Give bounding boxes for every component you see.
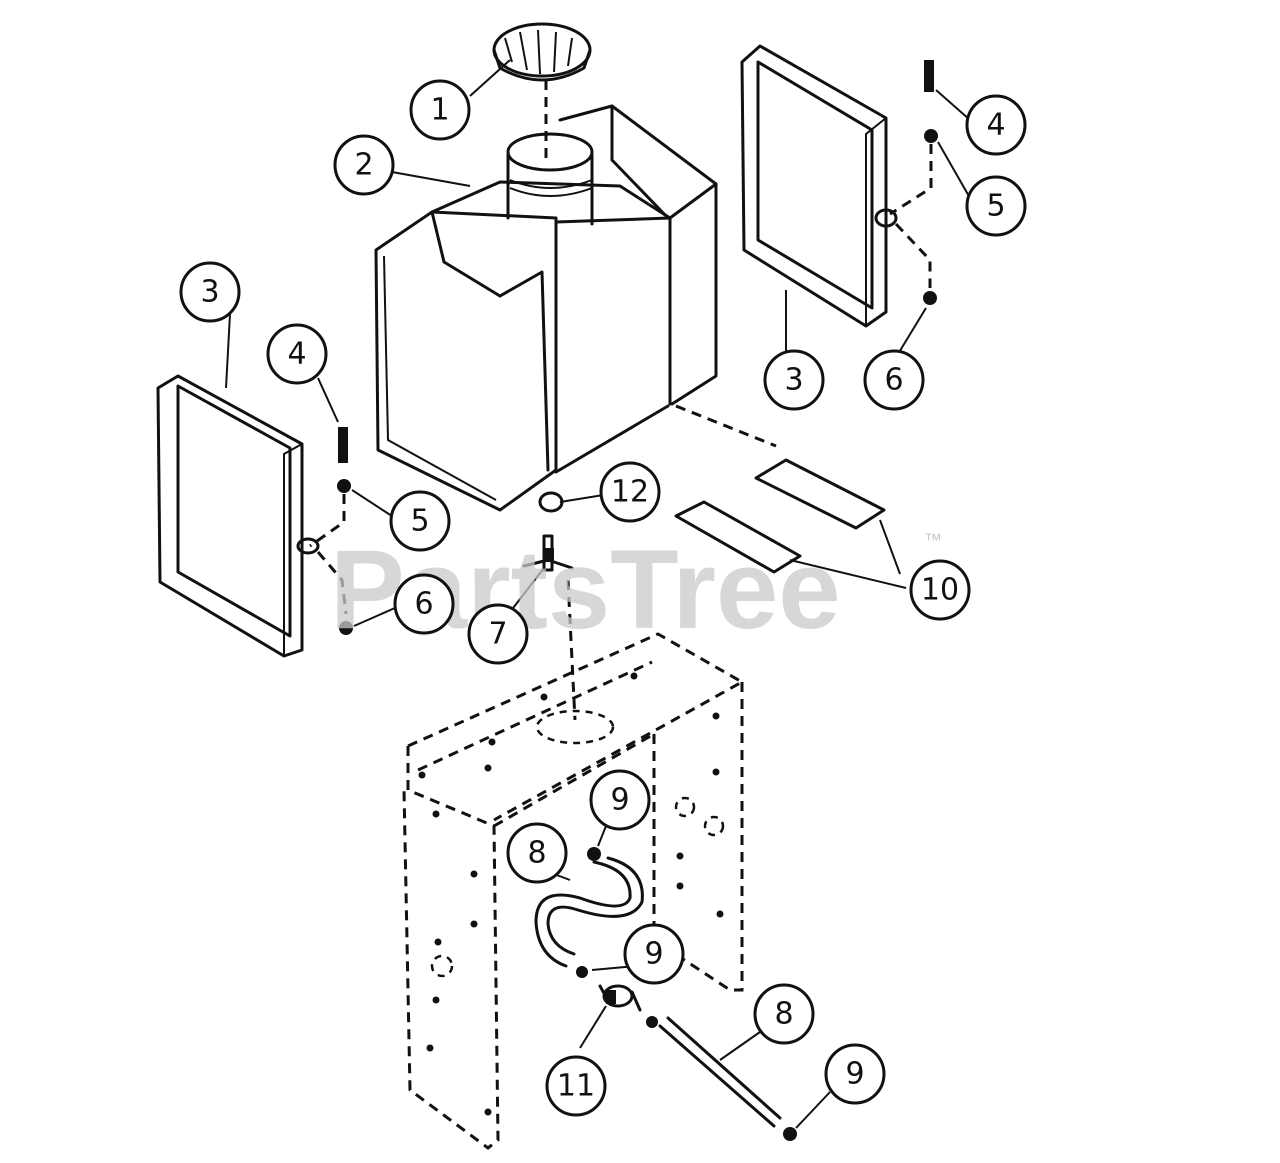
nut-icon: [339, 621, 353, 635]
svg-text:4: 4: [287, 337, 306, 372]
fuel-line-icon: [658, 1016, 782, 1128]
svg-text:1: 1: [430, 93, 449, 128]
hose-clamp-icon: [646, 1016, 658, 1028]
shutoff-valve-icon: [522, 534, 574, 572]
svg-text:8: 8: [774, 997, 793, 1032]
callout-4-right: 4: [965, 94, 1027, 156]
hose-clamp-icon: [576, 966, 588, 978]
callout-5-right: 5: [965, 175, 1027, 237]
svg-text:12: 12: [611, 475, 649, 510]
svg-text:6: 6: [884, 363, 903, 398]
svg-text:11: 11: [557, 1069, 595, 1104]
washer-icon: [924, 129, 938, 143]
callout-12: 12: [599, 461, 661, 523]
callout-9-middle: 9: [623, 923, 685, 985]
callout-11: 11: [545, 1055, 607, 1117]
svg-text:4: 4: [986, 108, 1005, 143]
svg-text:2: 2: [354, 148, 373, 183]
callout-4-left: 4: [266, 323, 328, 385]
hose-clamp-icon: [587, 847, 601, 861]
tank-pad-icon: [156, 374, 304, 658]
svg-text:8: 8: [527, 836, 546, 871]
mounting-bracket-icon: [402, 632, 746, 1150]
callout-3-right: 3: [763, 349, 825, 411]
callout-3-left: 3: [179, 261, 241, 323]
washer-icon: [337, 479, 351, 493]
bolt-icon: [924, 60, 934, 92]
callout-7: 7: [467, 603, 529, 665]
fuel-cap-icon: [492, 22, 592, 82]
svg-text:9: 9: [644, 937, 663, 972]
svg-text:3: 3: [784, 363, 803, 398]
callout-5-left: 5: [389, 490, 451, 552]
callout-1: 1: [409, 79, 471, 141]
nut-icon: [923, 291, 937, 305]
callout-9-top: 9: [589, 769, 651, 831]
grommet-icon: [296, 537, 320, 555]
fuel-tank-icon: [374, 104, 718, 512]
svg-text:3: 3: [200, 275, 219, 310]
watermark-trademark: ™: [924, 530, 942, 550]
svg-text:7: 7: [488, 617, 507, 652]
hose-clamp-icon: [783, 1127, 797, 1141]
grommet-icon: [538, 491, 564, 513]
tank-pad-icon: [740, 44, 888, 328]
callout-2: 2: [333, 134, 395, 196]
svg-text:5: 5: [410, 504, 429, 539]
leader-lines: [225, 59, 971, 1129]
callout-6-left: 6: [393, 573, 455, 635]
svg-text:6: 6: [414, 587, 433, 622]
bolt-icon: [338, 427, 348, 463]
callout-6-right: 6: [863, 349, 925, 411]
svg-text:5: 5: [986, 189, 1005, 224]
svg-text:9: 9: [610, 783, 629, 818]
svg-text:9: 9: [845, 1057, 864, 1092]
callout-8-upper: 8: [506, 822, 568, 884]
svg-text:10: 10: [921, 573, 959, 608]
fuel-line-icon: [534, 856, 644, 968]
callout-8-lower: 8: [753, 983, 815, 1045]
decal-icon: [674, 458, 886, 574]
callout-10: 10: [909, 559, 971, 621]
callout-9-bottom: 9: [824, 1043, 886, 1105]
grommet-icon: [874, 208, 898, 228]
fuel-filter-icon: [598, 984, 642, 1012]
